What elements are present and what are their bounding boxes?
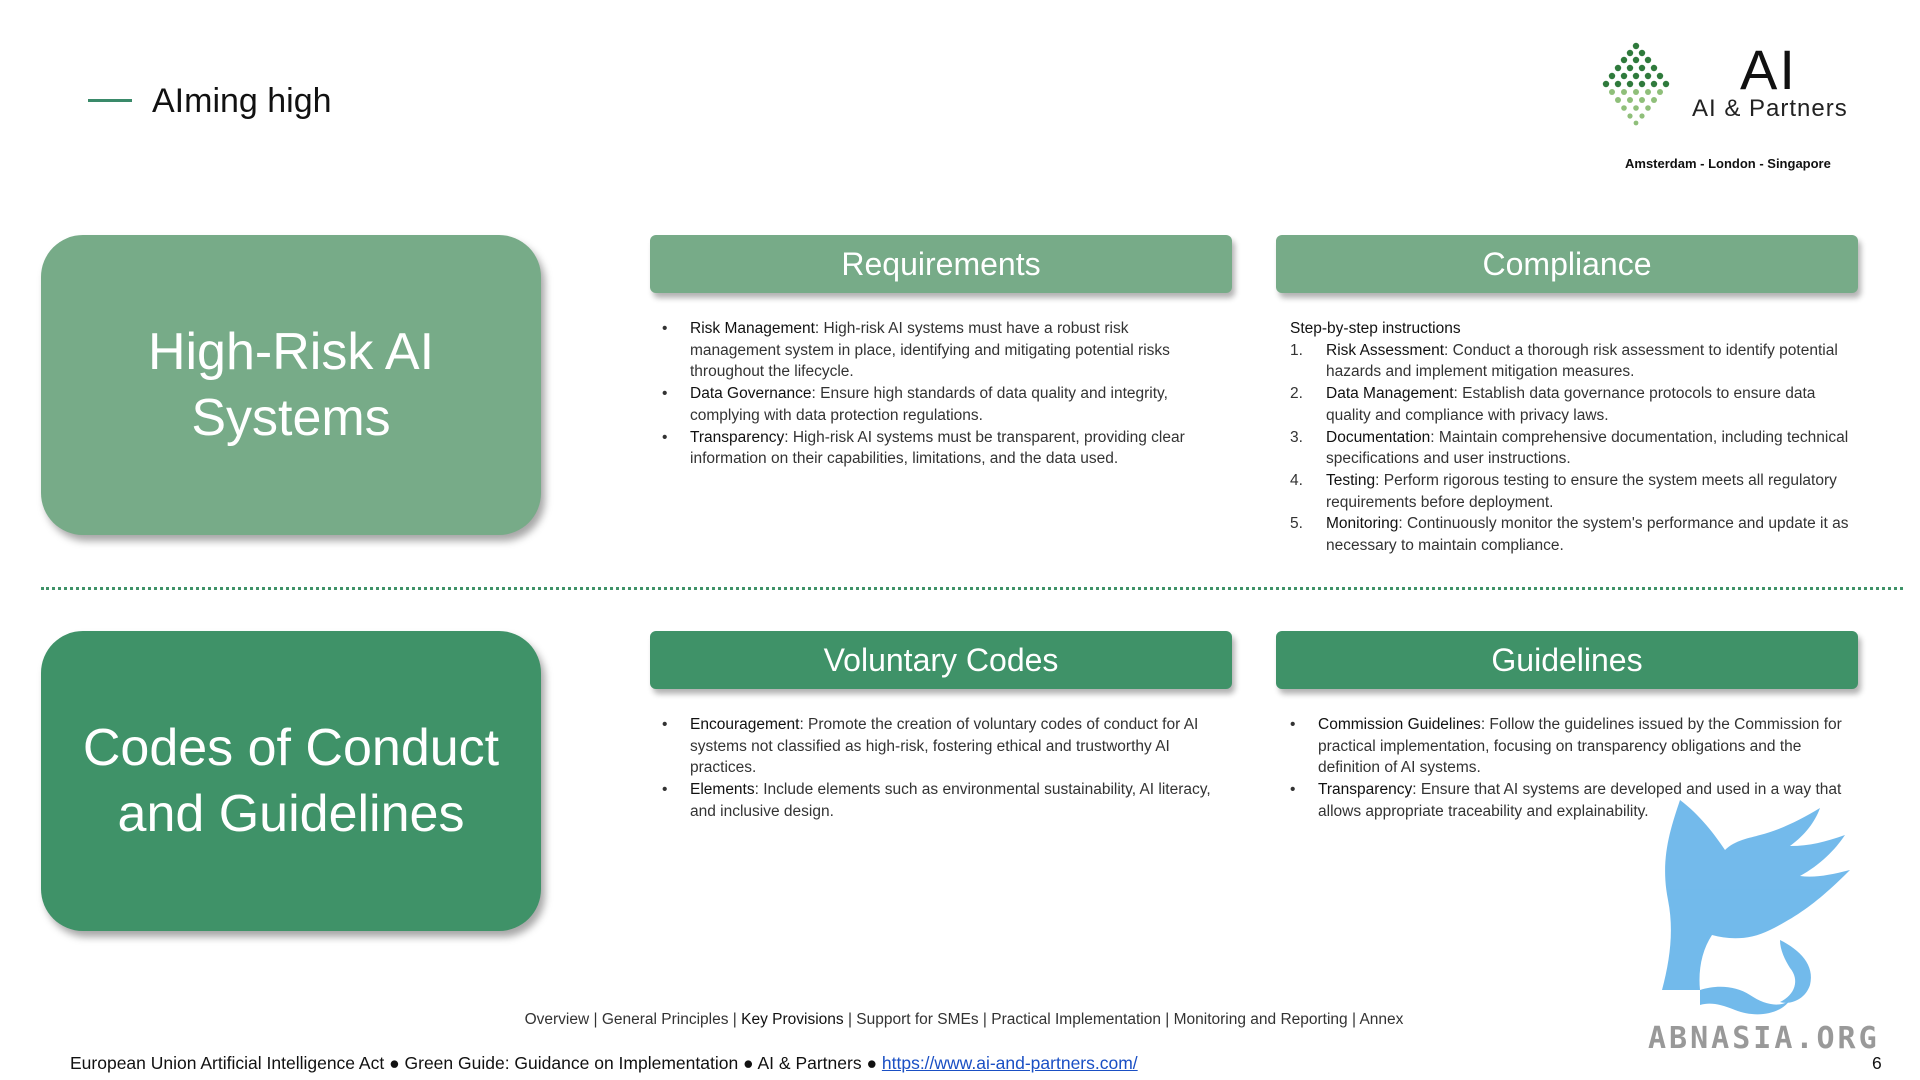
list-item: 4. Testing: Perform rigorous testing to e… (1290, 470, 1850, 513)
item-text: : Conduct a thorough risk assessment to … (1326, 341, 1838, 381)
guidelines-title: Guidelines (1491, 641, 1643, 678)
list-item: 2. Data Management: Establish data govern… (1290, 383, 1850, 426)
item-text: : Establish data governance protocols to… (1326, 385, 1816, 424)
compliance-title: Compliance (1482, 245, 1652, 282)
item-key: Risk Assessment (1326, 341, 1445, 359)
item-text: : High-risk AI systems must be transpare… (690, 428, 1185, 468)
bullet-marker: • (662, 428, 668, 446)
nav-general-principles[interactable]: General Principles (601, 1011, 729, 1028)
page-number: 6 (1872, 1053, 1882, 1073)
item-text: : Promote the creation of voluntary code… (690, 716, 1199, 777)
item-key: Risk Management (690, 320, 815, 337)
requirements-header: Requirements (650, 235, 1232, 293)
bullet-marker: • (662, 320, 668, 337)
nav-annex[interactable]: Annex (1359, 1011, 1404, 1028)
compliance-header: Compliance (1276, 235, 1858, 293)
requirements-title: Requirements (841, 245, 1041, 282)
item-key: Testing (1326, 471, 1376, 489)
list-item: • Transparency: High-risk AI systems must… (662, 427, 1222, 470)
list-item: • Transparency: Ensure that AI systems ar… (1290, 779, 1850, 822)
section-nav: Overview | General Principles | Key Prov… (0, 1009, 1920, 1031)
footer-text: European Union Artificial Intelligence A… (70, 1053, 882, 1073)
guidelines-content: • Commission Guidelines: Follow the guide… (1290, 714, 1850, 823)
item-key: Commission Guidelines (1318, 716, 1481, 733)
requirements-content: •Risk Management: High-risk AI systems m… (662, 318, 1222, 470)
nav-separator: | (589, 1011, 602, 1028)
bullet-marker: • (662, 781, 668, 799)
list-item: 1. Risk Assessment: Conduct a thorough ri… (1290, 340, 1850, 383)
section-high-risk-title: High-Risk AI Systems (147, 323, 435, 447)
nav-separator: | (728, 1011, 742, 1028)
item-text: : Follow the guidelines issued by the Co… (1318, 716, 1842, 777)
footer: European Union Artificial Intelligence A… (70, 1051, 1138, 1075)
step-number: 5. (1290, 515, 1303, 533)
step-number: 2. (1290, 385, 1303, 403)
list-item: • Data Governance: Ensure high standards … (662, 383, 1222, 426)
item-key: Transparency (690, 428, 785, 446)
voluntary-codes-header: Voluntary Codes (650, 631, 1232, 689)
nav-separator: | (1160, 1011, 1174, 1028)
nav-overview[interactable]: Overview (524, 1011, 590, 1028)
nav-key-provisions[interactable]: Key Provisions (741, 1011, 844, 1028)
item-key: Data Management (1326, 385, 1454, 403)
logo-name: AI & Partners (1692, 95, 1848, 122)
voluntary-codes-title: Voluntary Codes (823, 641, 1059, 678)
item-key: Encouragement (690, 716, 800, 733)
item-key: Elements (690, 781, 755, 799)
nav-practical-implementation[interactable]: Practical Implementation (991, 1011, 1161, 1028)
step-number: 4. (1290, 471, 1303, 489)
footer-link[interactable]: https://www.ai-and-partners.com/ (881, 1053, 1138, 1073)
logo-cities: Amsterdam - London - Singapore (1625, 156, 1831, 171)
item-text: : Ensure high standards of data quality … (690, 385, 1168, 424)
section-divider (41, 587, 1903, 590)
bullet-marker: • (662, 716, 668, 733)
list-item: • Encouragement: Promote the creation of … (662, 714, 1222, 779)
item-text: : Ensure that AI systems are developed a… (1318, 781, 1842, 820)
section-high-risk-box: High-Risk AI Systems (41, 235, 541, 535)
item-key: Documentation (1326, 428, 1431, 446)
item-key: Data Governance (690, 385, 812, 403)
item-key: Transparency (1318, 781, 1413, 799)
compliance-content: Step-by-step instructions 1. Risk Assessm… (1290, 318, 1850, 557)
item-text: : Include elements such as environmental… (690, 781, 1211, 820)
item-key: Monitoring (1326, 515, 1399, 533)
bullet-marker: • (1290, 781, 1296, 799)
griffin-watermark-icon (1662, 800, 1850, 1015)
nav-monitoring-and-reporting[interactable]: Monitoring and Reporting (1173, 1011, 1348, 1028)
bullet-marker: • (662, 385, 668, 403)
voluntary-codes-content: • Encouragement: Promote the creation of … (662, 714, 1222, 823)
logo-mark: AI (1740, 38, 1797, 101)
step-number: 1. (1290, 341, 1303, 359)
ai-partners-logo-icon (1602, 42, 1670, 126)
section-codes-title: Codes of Conduct and Guidelines (82, 719, 500, 843)
section-codes-box: Codes of Conduct and Guidelines (41, 631, 541, 931)
compliance-intro: Step-by-step instructions (1290, 320, 1461, 337)
step-number: 3. (1290, 428, 1303, 446)
item-text: : Maintain comprehensive documentation, … (1326, 428, 1849, 468)
nav-support-for-smes[interactable]: Support for SMEs (856, 1011, 979, 1028)
bullet-marker: • (1290, 716, 1296, 733)
list-item: • Commission Guidelines: Follow the guide… (1290, 714, 1850, 779)
list-item: 5. Monitoring: Continuously monitor the s… (1290, 513, 1850, 556)
item-text: : Perform rigorous testing to ensure the… (1326, 471, 1837, 511)
title-accent-line (88, 99, 132, 102)
nav-separator: | (843, 1011, 857, 1028)
item-text: : Continuously monitor the system's perf… (1326, 515, 1849, 555)
item-text: : High-risk AI systems must have a robus… (690, 320, 1170, 381)
list-item: • Risk Management: High-risk AI systems m… (662, 318, 1222, 383)
nav-separator: | (1347, 1011, 1360, 1028)
list-item: • Elements: Include elements such as envi… (662, 779, 1222, 822)
nav-separator: | (978, 1011, 992, 1028)
page-title: AIming high (152, 82, 332, 120)
list-item: 3. Documentation: Maintain comprehensive … (1290, 427, 1850, 470)
guidelines-header: Guidelines (1276, 631, 1858, 689)
watermark-text: ABNASIA.ORG (1648, 1021, 1880, 1056)
